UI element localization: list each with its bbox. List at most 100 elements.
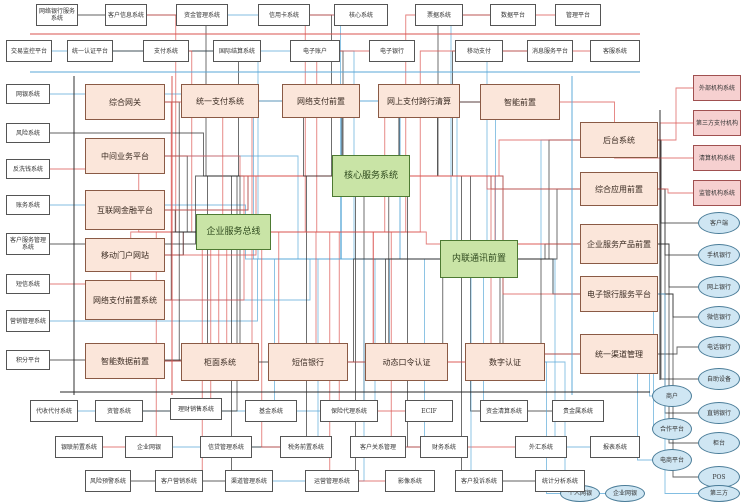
node-h3: 内联通讯前置 (440, 240, 518, 278)
node-m1: 统一支付系统 (181, 84, 259, 118)
node-r3: 企业服务产品前置 (580, 224, 658, 264)
connector-l2-h1 (28, 132, 371, 177)
node-b3: 动态口令认证 (365, 343, 448, 381)
node-s5: 电子账户 (290, 40, 340, 62)
node-h1: 核心服务系统 (332, 155, 410, 197)
node-l2: 风险系统 (6, 123, 50, 143)
node-p2: 第三方支付机构 (693, 110, 741, 136)
node-c1: 综合网关 (85, 84, 165, 120)
node-l5: 客户服务管理系统 (6, 233, 50, 255)
node-o8: 柜台 (698, 432, 740, 454)
node-v3: 信贷管理系统 (200, 436, 252, 458)
node-o11: 合作平台 (652, 418, 692, 440)
node-o10: 商户 (652, 385, 692, 407)
node-o6: 自助设备 (698, 368, 740, 390)
node-p3: 清算机构系统 (693, 145, 741, 171)
node-b1: 柜面系统 (181, 343, 259, 381)
node-t1: 网络银行服务系统 (36, 4, 78, 26)
connector-m4-h3 (479, 101, 520, 260)
node-o13: 第三方 (698, 485, 740, 502)
node-u2: 资管系统 (95, 400, 143, 422)
node-l7: 营销管理系统 (6, 310, 50, 332)
node-v6: 财务系统 (420, 436, 468, 458)
node-t5: 核心系统 (334, 4, 388, 26)
connector-s9-h2 (233, 50, 615, 233)
node-s3: 支付系统 (143, 40, 189, 62)
connector-b3-h1 (371, 175, 407, 363)
connector-l8-h1 (28, 175, 371, 361)
node-r1: 后台系统 (580, 122, 658, 158)
node-s1: 交易监控平台 (6, 40, 52, 62)
node-t2: 客户信息系统 (105, 4, 147, 26)
connector-u3-h2 (196, 231, 234, 410)
node-l8: 积分平台 (6, 350, 50, 370)
node-l6: 短信系统 (6, 274, 50, 294)
node-w2: 客户营销系统 (155, 470, 203, 492)
connector-u4-h3 (271, 258, 479, 412)
node-w1: 风险预警系统 (85, 470, 131, 492)
node-b4: 数字认证 (465, 343, 545, 381)
node-o7: 直销银行 (698, 402, 740, 424)
node-v2: 企业网银 (125, 436, 173, 458)
node-v7: 外汇系统 (515, 436, 567, 458)
node-u8: 贵金属系统 (552, 400, 604, 422)
connector-c5-h3 (125, 258, 479, 301)
node-s6: 电子银行 (369, 40, 415, 62)
node-m2: 网络支付前置 (282, 84, 360, 118)
node-u7: 资金清算系统 (480, 400, 528, 422)
node-v4: 税务前置系统 (280, 436, 332, 458)
node-c3: 互联网金融平台 (85, 190, 165, 230)
node-v1: 银联前置系统 (55, 436, 103, 458)
node-b2: 短信银行 (268, 343, 348, 381)
node-t3: 资金管理系统 (176, 4, 228, 26)
node-l1: 网银系统 (6, 84, 50, 104)
node-s8: 消息服务平台 (527, 40, 573, 62)
node-w4: 运营管理系统 (305, 470, 359, 492)
node-o9: POS (698, 466, 740, 488)
node-r5: 统一渠道管理 (580, 334, 658, 374)
node-o2: 手机银行 (698, 244, 740, 266)
node-l3: 反洗钱系统 (6, 159, 50, 179)
node-t4: 信用卡系统 (258, 4, 310, 26)
node-o5: 电话银行 (698, 336, 740, 358)
node-r2: 综合应用前置 (580, 172, 658, 206)
node-s7: 移动支付 (455, 40, 503, 62)
connector-s6-h2 (233, 50, 392, 233)
node-w3: 渠道管理系统 (225, 470, 273, 492)
node-v5: 客户关系管理 (350, 436, 406, 458)
node-w5: 影像系统 (385, 470, 435, 492)
node-l4: 账务系统 (6, 195, 50, 215)
node-u3: 理财销售系统 (170, 398, 222, 420)
node-c4: 移动门户网站 (85, 238, 165, 272)
node-u4: 基金系统 (245, 400, 297, 422)
node-o12: 电商平台 (652, 449, 692, 471)
node-u1: 代收代付系统 (30, 400, 78, 422)
node-w7: 统计分析系统 (535, 470, 585, 492)
node-m3: 网上支付跨行清算 (378, 84, 460, 118)
connector-m3-h3 (419, 100, 479, 260)
node-o3: 网上银行 (698, 276, 740, 298)
node-t7: 数据平台 (490, 4, 536, 26)
node-h2: 企业服务总线 (196, 214, 271, 250)
node-c5: 网络支付前置系统 (85, 280, 165, 320)
node-o14: 企业网银 (605, 485, 645, 502)
node-p1: 外部机构系统 (693, 75, 741, 101)
connector-r3-h2 (233, 231, 619, 245)
node-t6: 票据系统 (415, 4, 463, 26)
node-u5: 保险代理系统 (320, 400, 378, 422)
node-r4: 电子银行服务平台 (580, 276, 658, 312)
node-w6: 客户投诉系统 (455, 470, 503, 492)
node-s2: 统一认证平台 (67, 40, 113, 62)
node-s9: 客服系统 (590, 40, 640, 62)
node-u6: ECIF (405, 400, 453, 422)
node-m4: 智能前置 (480, 84, 560, 120)
connector-s7-h3 (479, 50, 488, 260)
node-p4: 监管机构系统 (693, 180, 741, 206)
node-c2: 中间业务平台 (85, 138, 165, 174)
node-o1: 客户端 (698, 212, 740, 234)
node-c6: 智能数据前置 (85, 343, 165, 379)
node-t8: 管理平台 (555, 4, 601, 26)
node-s4: 国际结算系统 (213, 40, 261, 62)
node-o4: 微信银行 (698, 306, 740, 328)
